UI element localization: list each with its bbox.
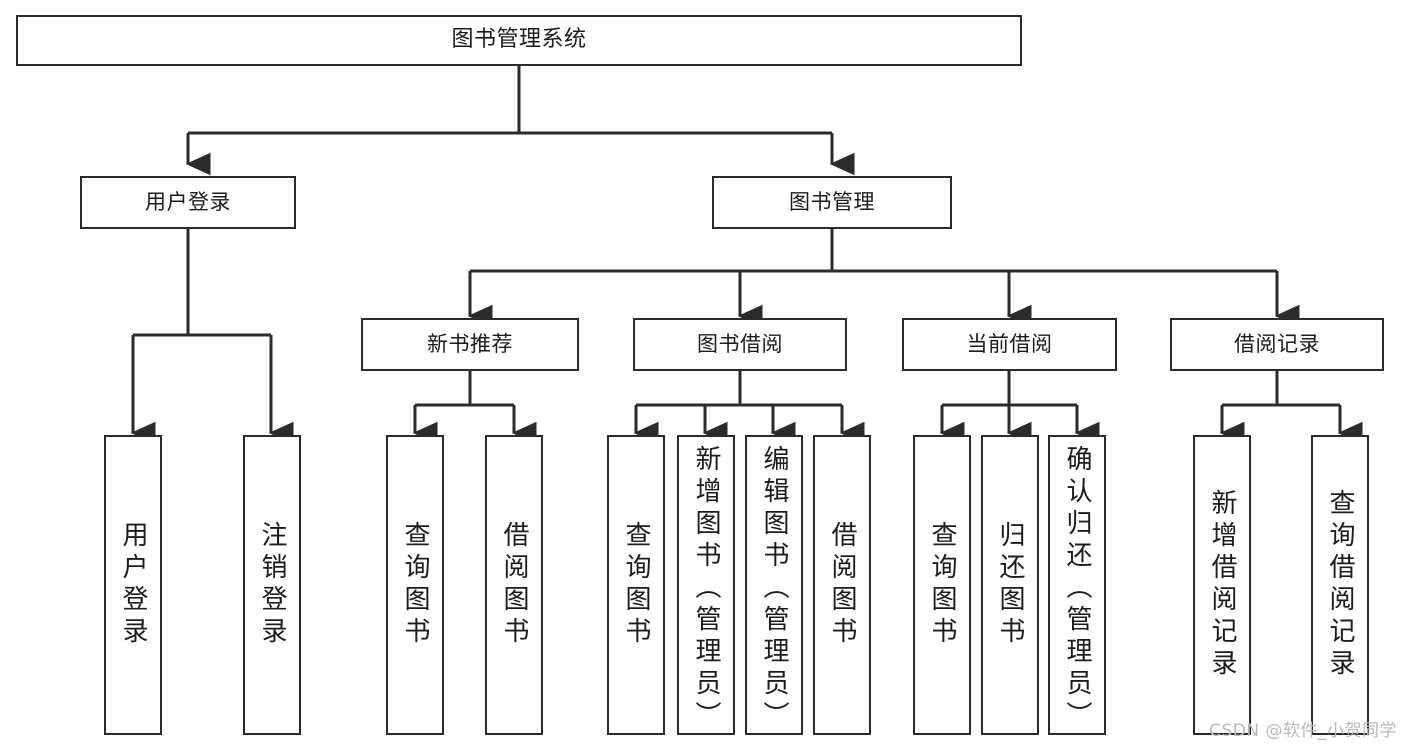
leaf-borrow-book[interactable]: 借阅图书 [813, 435, 871, 735]
node-root-book-management-system[interactable]: 图书管理系统 [16, 15, 1022, 66]
leaf-confirm-return-admin[interactable]: 确认归还（管理员） [1048, 435, 1106, 735]
node-label: 图书管理系统 [451, 27, 587, 53]
leaf-user-login[interactable]: 用户登录 [104, 435, 162, 735]
leaf-borrow-book-recommend[interactable]: 借阅图书 [485, 435, 543, 735]
leaf-query-book-borrow[interactable]: 查询图书 [607, 435, 665, 735]
node-label: 当前借阅 [966, 331, 1053, 356]
node-label: 编辑图书（管理员） [759, 445, 789, 733]
node-label: 图书借阅 [697, 331, 783, 356]
node-label: 借阅图书 [499, 521, 529, 649]
leaf-logout[interactable]: 注销登录 [243, 435, 301, 735]
node-user-login[interactable]: 用户登录 [80, 176, 296, 229]
leaf-query-borrow-record[interactable]: 查询借阅记录 [1311, 435, 1369, 735]
node-new-book-recommendation[interactable]: 新书推荐 [361, 318, 579, 371]
leaf-edit-book-admin[interactable]: 编辑图书（管理员） [745, 435, 803, 735]
node-label: 查询借阅记录 [1325, 489, 1355, 681]
node-label: 归还图书 [995, 521, 1025, 649]
node-label: 借阅图书 [827, 521, 857, 649]
leaf-query-book-current[interactable]: 查询图书 [913, 435, 971, 735]
node-label: 查询图书 [927, 521, 957, 649]
node-label: 借阅记录 [1234, 331, 1320, 356]
node-label: 新增借阅记录 [1207, 489, 1237, 681]
node-label: 查询图书 [400, 521, 430, 649]
leaf-query-book-recommend[interactable]: 查询图书 [386, 435, 444, 735]
watermark: CSDN @软件_小贺同学 [1209, 721, 1397, 741]
leaf-add-book-admin[interactable]: 新增图书（管理员） [677, 435, 735, 735]
node-label: 用户登录 [118, 521, 148, 649]
leaf-return-book[interactable]: 归还图书 [981, 435, 1039, 735]
node-label: 新增图书（管理员） [691, 445, 721, 733]
leaf-add-borrow-record[interactable]: 新增借阅记录 [1193, 435, 1251, 735]
node-label: 新书推荐 [427, 331, 513, 356]
node-label: 用户登录 [145, 189, 231, 214]
node-book-borrowing[interactable]: 图书借阅 [633, 318, 847, 371]
node-label: 确认归还（管理员） [1062, 445, 1092, 733]
node-label: 图书管理 [789, 189, 875, 214]
node-label: 注销登录 [257, 521, 287, 649]
node-book-management[interactable]: 图书管理 [712, 176, 952, 229]
node-label: 查询图书 [621, 521, 651, 649]
node-current-borrowing[interactable]: 当前借阅 [902, 318, 1117, 371]
node-borrowing-record[interactable]: 借阅记录 [1170, 318, 1384, 371]
